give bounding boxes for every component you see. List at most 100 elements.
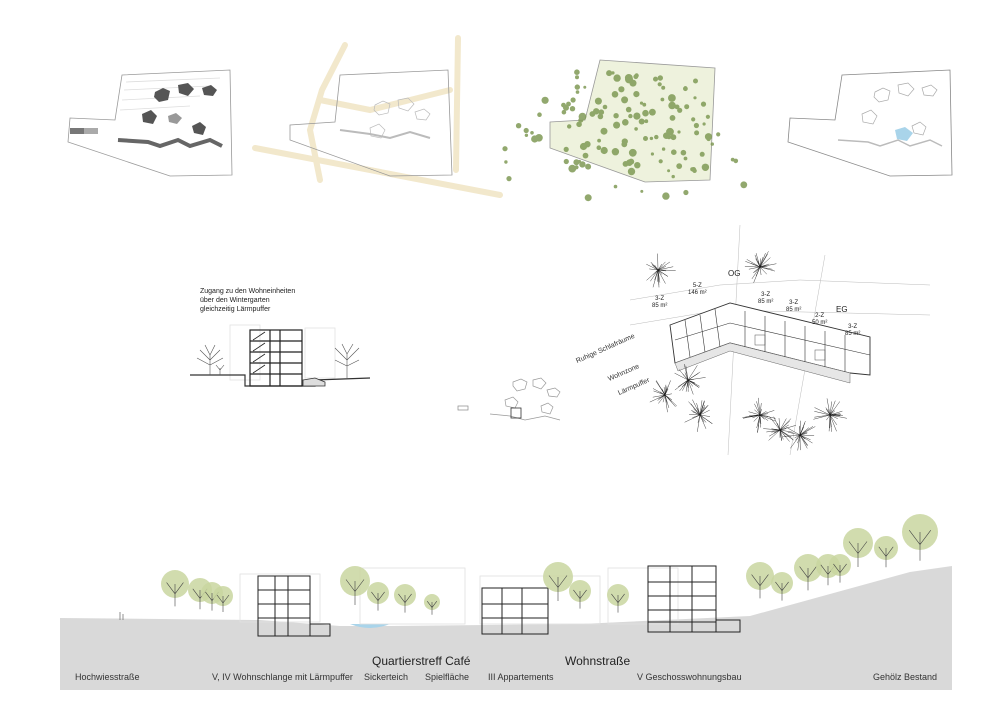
tree-dot	[663, 132, 670, 139]
tree-trunk	[573, 589, 587, 609]
tree-dot	[523, 127, 529, 134]
tree-trunk	[548, 575, 568, 601]
tree-dot	[613, 184, 618, 189]
tree-dot	[657, 75, 663, 81]
tree-trunk	[775, 581, 789, 601]
floorplan-drawing	[629, 224, 931, 456]
tree-dot	[606, 70, 613, 77]
tree-dot	[693, 78, 698, 84]
tree-dot	[640, 189, 644, 193]
tree-symbol	[649, 380, 677, 413]
tree-dot	[699, 151, 705, 157]
tree-dot	[684, 104, 690, 110]
tree-dot	[740, 181, 748, 189]
tree-dot	[624, 74, 633, 82]
tree-dot	[621, 141, 628, 148]
tree-dot	[658, 159, 663, 164]
tree-dot	[639, 101, 644, 105]
tree-dot	[567, 124, 572, 129]
tree-dot	[628, 113, 633, 119]
tree-dot	[530, 131, 534, 135]
site-section-drawing	[60, 514, 952, 690]
tree-dot	[541, 96, 549, 104]
tree-dot	[579, 161, 586, 168]
tree-dot	[730, 157, 735, 162]
tree-dot	[710, 142, 714, 146]
tree-dot	[674, 104, 680, 110]
tree-dot	[683, 156, 688, 161]
tree-dot	[613, 121, 621, 129]
tree-dot	[570, 97, 576, 103]
tree-dot	[577, 159, 582, 164]
tree-dot	[643, 136, 648, 141]
tree-dot	[504, 160, 508, 164]
tree-trunk	[833, 563, 847, 583]
tree-dot	[690, 167, 695, 172]
section-note: Zugang zu den Wohneinheiten über den Win…	[200, 287, 295, 314]
tree-symbol	[783, 420, 816, 451]
tree-dot	[668, 101, 676, 110]
tree-dot	[705, 114, 710, 119]
tree-dot	[657, 82, 662, 87]
tree-trunk	[166, 582, 184, 607]
tree-dot	[594, 97, 602, 105]
tree-dot	[701, 163, 710, 171]
tree-trunk	[216, 594, 230, 612]
tree-trunk	[426, 601, 438, 615]
tree-dot	[638, 118, 645, 125]
tree-dot	[653, 76, 658, 82]
tree-dot	[611, 71, 615, 75]
section-detail-drawing	[190, 324, 371, 387]
tree-trunk	[398, 593, 412, 613]
tree-dot	[611, 91, 619, 98]
tree-dot	[677, 107, 683, 113]
tree-dot	[654, 134, 659, 140]
tree-dot	[502, 146, 508, 152]
tree-dot	[627, 167, 636, 176]
tree-dot	[613, 113, 619, 119]
tree-dot	[561, 102, 566, 108]
tree-dot	[694, 130, 700, 136]
tree-dot	[595, 109, 599, 113]
tree-dot	[598, 109, 605, 115]
tree-trunk	[878, 546, 894, 568]
tree-dot	[574, 165, 579, 170]
tree-dot	[634, 127, 638, 131]
tree-dot	[613, 74, 621, 82]
tree-dot	[671, 174, 675, 179]
diagram-water	[787, 69, 953, 177]
label-appartements: III Appartements	[488, 672, 554, 682]
tree-dot	[670, 134, 677, 141]
tree-dot	[669, 115, 676, 121]
floor-label-eg: EG	[836, 305, 848, 314]
label-gehoelz-bestand: Gehölz Bestand	[873, 672, 938, 682]
unit-label: 3-Z 85 m²	[652, 296, 668, 309]
tree-dot	[691, 117, 696, 122]
tree-dot	[667, 169, 671, 173]
tree-dot	[661, 147, 666, 151]
diagram-buildings	[67, 69, 233, 177]
tree-dot	[625, 106, 632, 113]
floor-label-og: OG	[728, 269, 741, 278]
tree-dot	[568, 164, 577, 173]
tree-dot	[642, 109, 649, 117]
tree-dot	[706, 137, 711, 142]
unit-label: 3-Z 85 m²	[758, 292, 774, 305]
tree-dot	[600, 146, 608, 155]
tree-dot	[700, 101, 707, 107]
tree-dot	[693, 96, 697, 100]
note-line: gleichzeitig Lärmpuffer	[200, 306, 271, 313]
tree-dot	[575, 90, 580, 94]
tree-dot	[668, 94, 676, 102]
tree-dot	[661, 85, 666, 90]
tree-trunk	[345, 579, 365, 605]
tree-dot	[634, 162, 641, 169]
tree-dot	[579, 142, 588, 151]
unit-label: 3-Z 85 m²	[786, 300, 802, 313]
tree-dot	[622, 119, 629, 126]
unit-label: 3-Z 85 m²	[845, 324, 861, 337]
tree-dot	[596, 145, 602, 150]
tree-dot	[561, 109, 567, 115]
tree-dot	[618, 86, 625, 93]
tree-dot	[563, 146, 569, 152]
